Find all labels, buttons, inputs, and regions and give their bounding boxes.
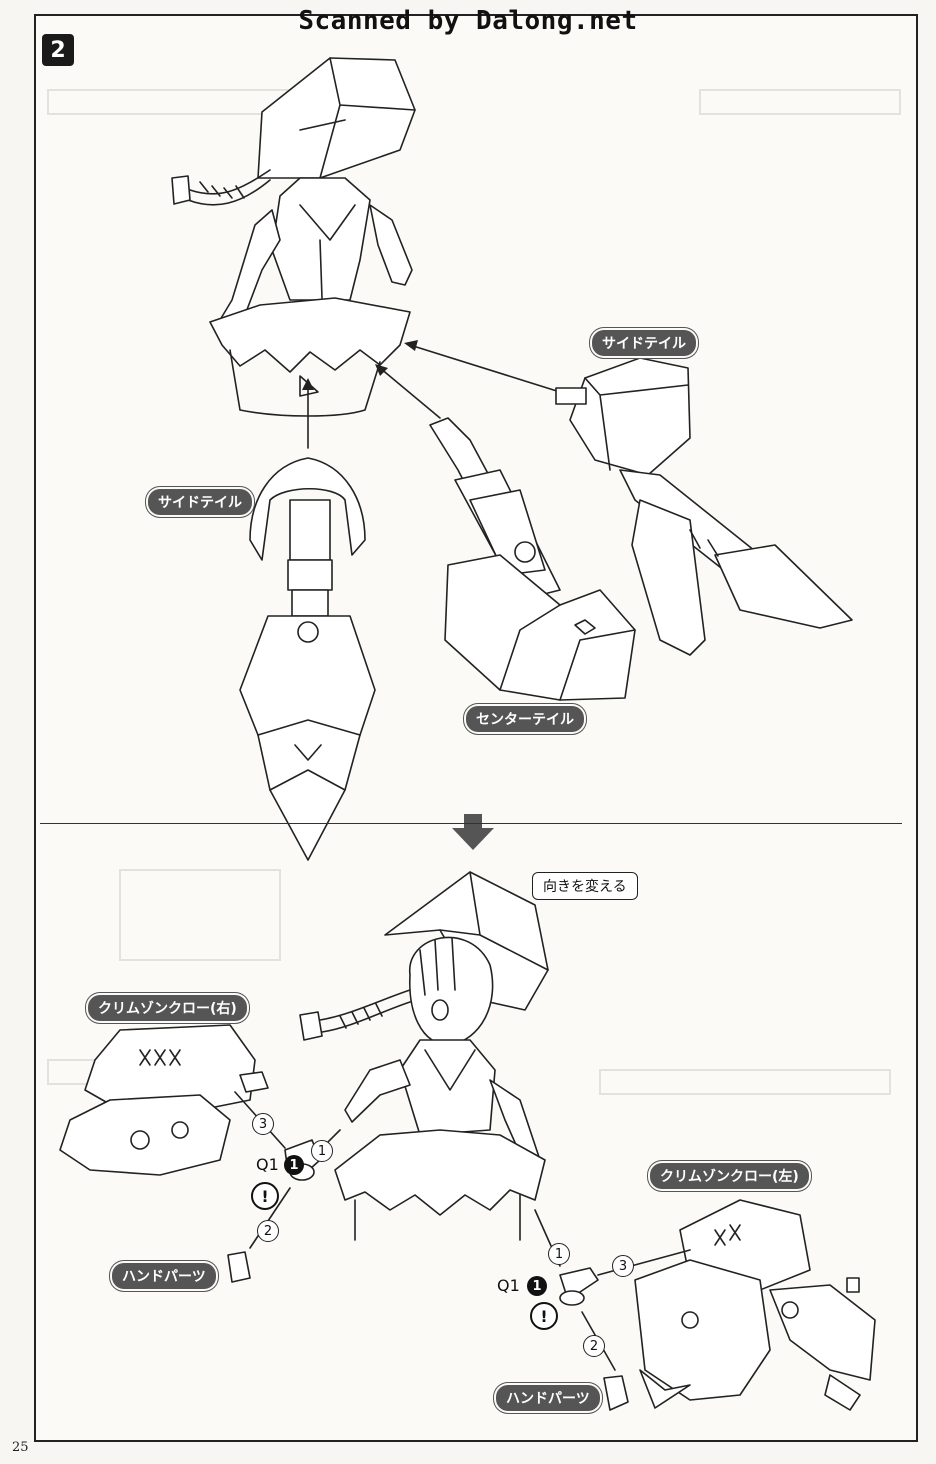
section-divider (40, 823, 902, 824)
step-marker-2-right: 2 (583, 1335, 605, 1357)
rotate-direction-callout: 向きを変える (532, 872, 638, 900)
label-side-tail-right: サイドテイル (592, 330, 696, 356)
warning-icon-right: ! (530, 1302, 558, 1330)
step-marker-1-right: 1 (548, 1243, 570, 1265)
label-hand-parts-right: ハンドパーツ (496, 1385, 600, 1411)
warning-icon-left: ! (251, 1182, 279, 1210)
crimson-claw-left-part (634, 1199, 876, 1411)
center-tail-part (429, 417, 636, 701)
crimson-claw-right-part (59, 1024, 269, 1176)
part-code-q1-right: Q1 (497, 1276, 520, 1295)
label-crimson-claw-right: クリムゾンクロー(右) (88, 995, 247, 1021)
step-marker-2-left: 2 (257, 1220, 279, 1242)
step-marker-3-left: 3 (252, 1113, 274, 1135)
part-code-q1-left: Q1 (256, 1155, 279, 1174)
page-number: 25 (12, 1440, 29, 1455)
part-number-bullet-right: 1 (527, 1276, 547, 1296)
side-tail-right-part (555, 357, 853, 656)
part-number-bullet-left: 1 (284, 1155, 304, 1175)
label-center-tail: センターテイル (466, 706, 584, 732)
side-tail-left-part (239, 457, 376, 861)
watermark: Scanned by Dalong.net (298, 6, 638, 36)
label-side-tail-left: サイドテイル (148, 489, 252, 515)
step-number-badge: 2 (42, 34, 74, 66)
assembly-arrows-top (302, 340, 561, 449)
down-arrow-icon (452, 814, 494, 850)
step-marker-3-right: 3 (612, 1255, 634, 1277)
label-hand-parts-left: ハンドパーツ (112, 1263, 216, 1289)
figure-body-top (171, 57, 416, 417)
label-crimson-claw-left: クリムゾンクロー(左) (650, 1163, 809, 1189)
step-marker-1-left: 1 (311, 1140, 333, 1162)
figure-body-bottom (299, 871, 549, 1241)
